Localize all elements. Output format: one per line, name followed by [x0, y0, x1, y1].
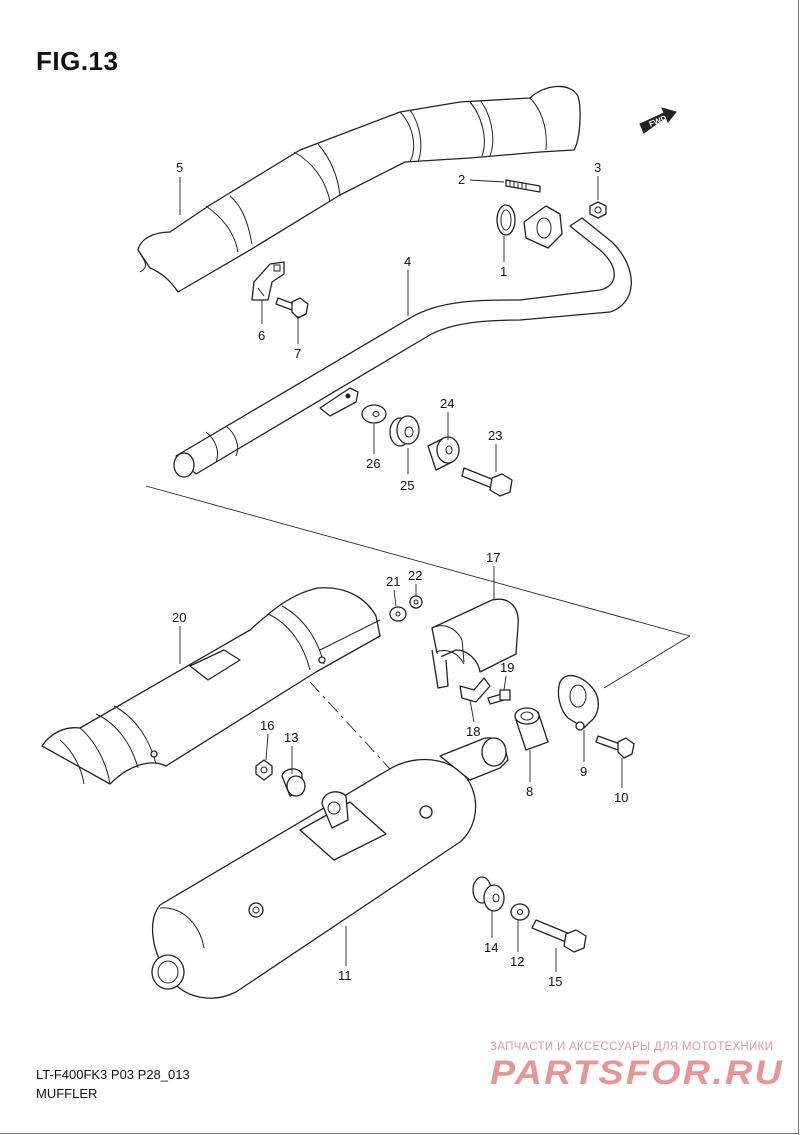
callout-17: 17	[486, 550, 500, 565]
stud-bolt	[505, 179, 541, 193]
section-name: MUFFLER	[36, 1086, 98, 1101]
bolt-19	[487, 689, 511, 705]
callout-26: 26	[366, 456, 380, 471]
callout-24: 24	[440, 396, 454, 411]
callout-6: 6	[258, 328, 265, 343]
grommet-14	[472, 876, 505, 912]
washer-21	[389, 606, 407, 622]
callout-22: 22	[408, 568, 422, 583]
figure-title: FIG.13	[36, 46, 119, 76]
callout-2: 2	[458, 172, 465, 187]
model-code: LT-F400FK3 P03 P28_013	[36, 1067, 190, 1082]
callout-7: 7	[294, 346, 301, 361]
heat-cover-upper	[137, 85, 581, 293]
callout-12: 12	[510, 954, 524, 969]
callout-4: 4	[404, 254, 411, 269]
heat-cover-lower	[41, 587, 381, 785]
callout-15: 15	[548, 974, 562, 989]
cover-bolt	[275, 297, 309, 319]
bolt-23	[461, 467, 513, 497]
callout-8: 8	[526, 784, 533, 799]
nut-22	[409, 595, 423, 609]
grommet-25	[389, 415, 420, 447]
callout-23: 23	[488, 428, 502, 443]
callout-1: 1	[500, 264, 507, 279]
pipe-clamp	[557, 674, 600, 731]
collar-24	[427, 436, 460, 471]
cover-bracket	[251, 261, 285, 301]
callout-18: 18	[466, 724, 480, 739]
callout-5: 5	[176, 160, 183, 175]
callout-labels: 1 2 3 4 5 6 7 8 9 10 11 12 13 14 15 16 1…	[172, 160, 628, 989]
flange-nut	[589, 201, 607, 219]
fwd-arrow-icon: FWD	[639, 107, 677, 134]
collar-13	[281, 768, 306, 797]
callout-11: 11	[338, 968, 352, 983]
clamp-bolt	[595, 735, 635, 759]
leader-lines	[179, 176, 623, 972]
gasket-ring	[496, 204, 516, 236]
nut-16	[255, 759, 273, 781]
muffler-guard	[431, 598, 519, 689]
callout-13: 13	[284, 730, 298, 745]
svg-text:PARTSFOR.RU: PARTSFOR.RU	[490, 1054, 784, 1092]
callout-25: 25	[400, 478, 414, 493]
washer-26	[361, 404, 387, 424]
fwd-label: FWD	[648, 114, 668, 129]
watermark-logo: PARTSFOR.RU	[490, 1054, 784, 1092]
callout-10: 10	[614, 790, 628, 805]
guard-clip	[459, 677, 491, 703]
exhaust-pipe	[173, 217, 632, 478]
callout-9: 9	[580, 764, 587, 779]
callout-3: 3	[594, 160, 601, 175]
callout-16: 16	[260, 718, 274, 733]
muffler-body	[151, 737, 509, 999]
callout-14: 14	[484, 940, 498, 955]
watermark-tagline: ЗАПЧАСТИ И АКСЕССУАРЫ ДЛЯ МОТОТЕХНИКИ	[490, 1041, 774, 1053]
bolt-15	[531, 919, 587, 953]
callout-21: 21	[386, 574, 400, 589]
pipe-flange	[523, 205, 563, 249]
pipe-sleeve	[514, 707, 549, 751]
callout-19: 19	[500, 660, 514, 675]
callout-20: 20	[172, 610, 186, 625]
washer-12	[510, 903, 530, 921]
